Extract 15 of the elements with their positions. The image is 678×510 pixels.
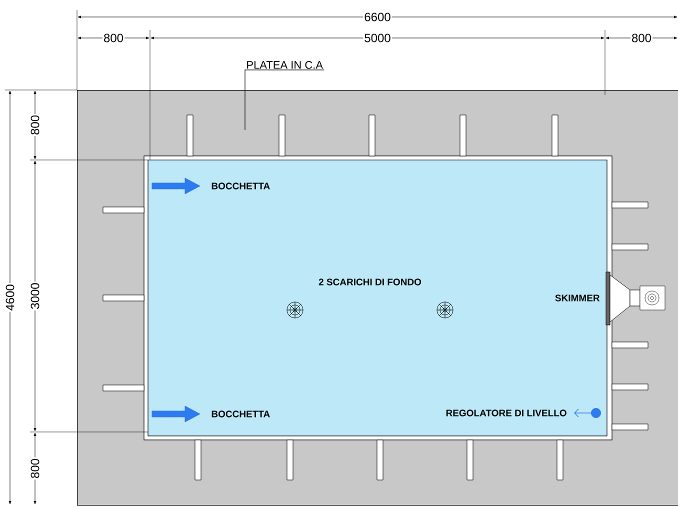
- dimension-label: 3000: [30, 282, 40, 310]
- part-label: BOCCHETTA: [212, 410, 270, 418]
- part-label: SKIMMER: [555, 294, 600, 302]
- dimension-label: 6600: [363, 12, 392, 22]
- leader-line: [244, 70, 325, 130]
- dimension-label: 5000: [363, 32, 392, 44]
- callout-text: PLATEA IN C.A: [247, 61, 323, 69]
- dimension-label: 800: [630, 32, 652, 44]
- dimension-label: 4600: [4, 283, 16, 312]
- dimension-label: 800: [30, 457, 40, 480]
- dimension-label: 800: [30, 114, 40, 136]
- part-label: REGOLATORE DI LIVELLO: [446, 410, 566, 416]
- part-label: BOCCHETTA: [212, 182, 270, 190]
- part-label: 2 SCARICHI DI FONDO: [318, 278, 422, 286]
- dimension-label: 800: [102, 32, 125, 44]
